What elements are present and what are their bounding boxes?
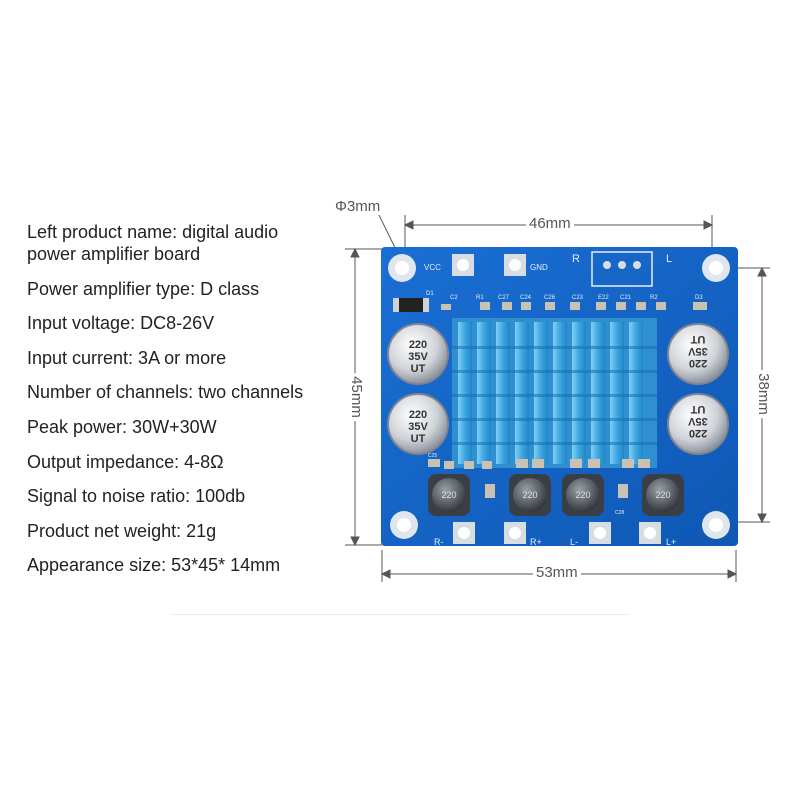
cap1-brand: UT xyxy=(411,363,426,375)
label-c25: C25 xyxy=(428,453,437,459)
spec-product-name-line2: power amplifier board xyxy=(27,244,201,264)
heatsink xyxy=(452,318,657,468)
label-vcc: VCC xyxy=(424,263,441,272)
label-d3: D3 xyxy=(695,295,703,301)
label-l-minus: L- xyxy=(570,537,578,547)
inductor4-value: 220 xyxy=(655,490,670,500)
dim-hole-label: Φ3mm xyxy=(332,199,384,215)
inductor3-value: 220 xyxy=(575,490,590,500)
smd-row-top xyxy=(441,302,707,310)
diode-d1 xyxy=(393,298,429,312)
input-connector xyxy=(591,251,653,287)
power-terminals xyxy=(452,254,526,276)
label-l: L xyxy=(666,253,672,265)
spec-impedance: Output impedance: 4-8Ω xyxy=(27,451,224,472)
label-gnd: GND xyxy=(530,263,548,272)
label-c2: C2 xyxy=(450,295,458,301)
cap4-brand: UT xyxy=(690,403,705,415)
cap2-voltage: 35V xyxy=(408,421,428,433)
label-l-plus: L+ xyxy=(666,537,676,547)
label-c27: C27 xyxy=(498,295,510,301)
spec-input-voltage: Input voltage: DC8-26V xyxy=(27,313,215,334)
smd-row-bottom xyxy=(428,459,650,498)
label-d1: D1 xyxy=(426,291,434,297)
bottom-divider xyxy=(170,614,630,615)
cap3-brand: UT xyxy=(690,333,705,345)
label-c21: C21 xyxy=(620,295,632,301)
label-r-minus: R- xyxy=(434,537,444,547)
label-c23: C23 xyxy=(572,295,584,301)
inductor2-value: 220 xyxy=(522,490,537,500)
label-r: R xyxy=(572,253,580,265)
cap3-value: 220 xyxy=(689,357,707,369)
label-r1: R1 xyxy=(476,295,484,301)
mounting-holes xyxy=(388,254,730,539)
label-c26: C26 xyxy=(544,295,556,301)
spec-size: Appearance size: 53*45* 14mm xyxy=(27,555,281,576)
output-terminals xyxy=(453,522,661,544)
cap2-value: 220 xyxy=(409,409,427,421)
label-e22: E22 xyxy=(598,295,609,301)
inductor1-value: 220 xyxy=(441,490,456,500)
cap1-voltage: 35V xyxy=(408,351,428,363)
dim-bottom-width-label: 53mm xyxy=(533,565,581,581)
spec-snr: Signal to noise ratio: 100db xyxy=(27,486,246,507)
spec-amp-type: Power amplifier type: D class xyxy=(27,278,260,299)
label-r-plus: R+ xyxy=(530,537,542,547)
label-c28: C28 xyxy=(615,510,624,516)
spec-peak-power: Peak power: 30W+30W xyxy=(27,416,217,437)
cap3-voltage: 35V xyxy=(688,345,708,357)
label-c24: C24 xyxy=(520,295,532,301)
cap1-value: 220 xyxy=(409,339,427,351)
spec-list: Left product name: digital audio power a… xyxy=(27,221,347,589)
spec-product-name-line1: Left product name: digital audio xyxy=(27,222,279,242)
capacitors xyxy=(387,323,729,455)
dim-top-width-label: 46mm xyxy=(526,216,574,232)
spec-weight: Product net weight: 21g xyxy=(27,520,217,541)
label-r2: R2 xyxy=(650,295,658,301)
inductors xyxy=(428,474,684,516)
cap2-brand: UT xyxy=(411,433,426,445)
cap4-value: 220 xyxy=(689,427,707,439)
spec-channels: Number of channels: two channels xyxy=(27,382,304,403)
spec-input-current: Input current: 3A or more xyxy=(27,347,227,368)
cap4-voltage: 35V xyxy=(688,415,708,427)
